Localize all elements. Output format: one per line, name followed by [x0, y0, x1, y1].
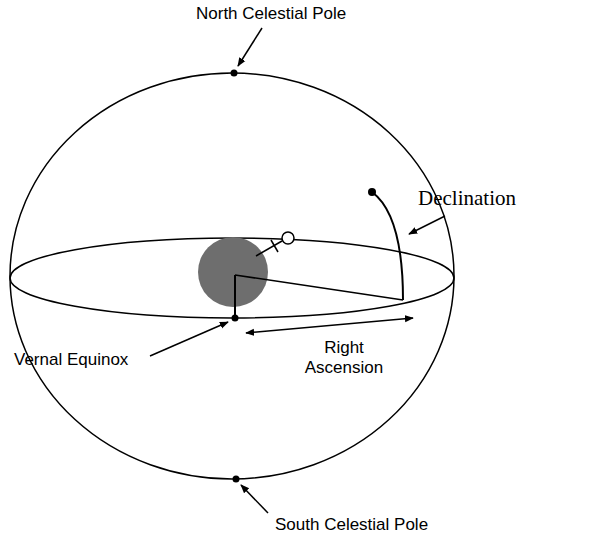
vernal-equinox-line: [234, 275, 236, 318]
north-pole-label: North Celestial Pole: [196, 4, 346, 24]
celestial-equator: [10, 238, 454, 318]
right-ascension-label: Right Ascension: [288, 338, 400, 379]
leader-arrow: [238, 28, 262, 66]
leader-arrow: [150, 322, 228, 356]
star-meridian-line: [235, 275, 403, 300]
leader-arrow: [409, 216, 445, 234]
celestial-sphere: [10, 73, 454, 479]
leader-arrow: [241, 485, 268, 513]
south-pole-dot: [233, 476, 240, 483]
right-ascension-arrow: [246, 318, 413, 333]
earth: [198, 237, 268, 307]
south-pole-label: South Celestial Pole: [275, 515, 428, 535]
vernal-equinox-label: Vernal Equinox: [14, 350, 128, 370]
declination-label: Declination: [418, 186, 516, 211]
north-pole-dot: [231, 70, 238, 77]
declination-arc: [372, 192, 403, 300]
observer-symbol: [256, 232, 294, 256]
star-dot: [368, 188, 376, 196]
vernal-equinox-dot: [232, 315, 239, 322]
